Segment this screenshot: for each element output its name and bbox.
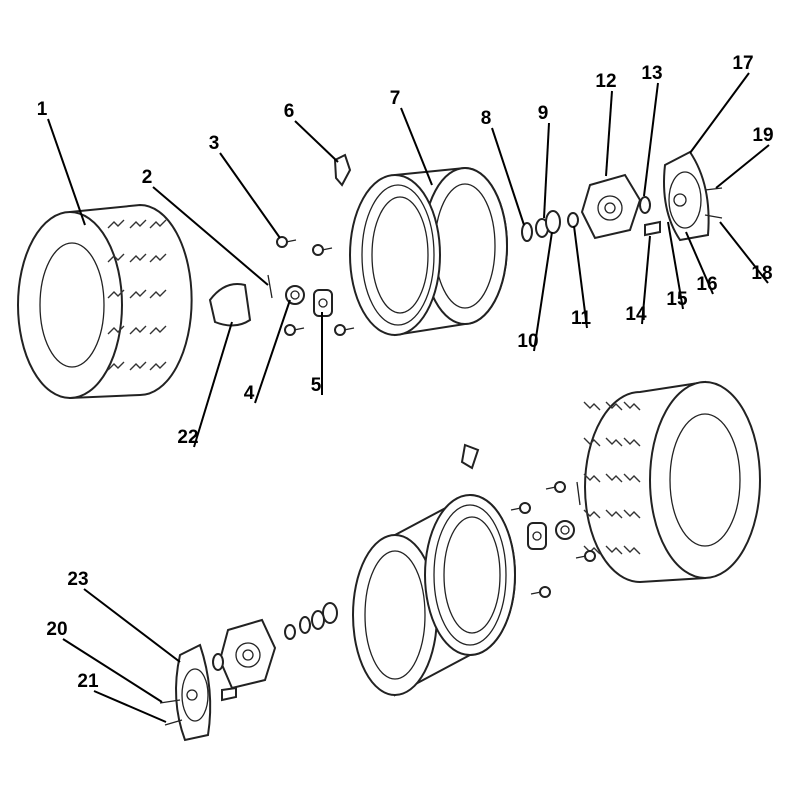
tread-mark: [129, 361, 147, 371]
tire-top: [17, 203, 193, 400]
leader-line-22: [193, 321, 233, 448]
callout-10: 10: [517, 331, 538, 352]
callout-1: 1: [37, 99, 48, 120]
leader-line-8: [491, 127, 525, 226]
tread-mark: [149, 325, 167, 335]
leader-line-9: [543, 122, 550, 219]
bearings-top: [521, 210, 579, 242]
tread-mark: [583, 401, 601, 411]
leader-line-23: [83, 588, 181, 663]
leader-line-16: [685, 231, 714, 295]
rim-top: [349, 166, 508, 337]
hub-plate-bottom: [212, 618, 277, 702]
tread-mark: [583, 545, 601, 555]
callout-21: 21: [77, 671, 99, 692]
tread-mark: [623, 473, 641, 483]
tread-mark: [129, 253, 147, 263]
tread-mark: [107, 219, 125, 229]
callout-5: 5: [311, 375, 322, 396]
tread-mark: [149, 219, 167, 229]
callout-16: 16: [696, 274, 717, 295]
tread-mark: [583, 437, 601, 447]
callout-6: 6: [284, 101, 295, 122]
tread-mark: [605, 437, 623, 447]
tread-mark: [129, 289, 147, 299]
leader-line-17: [689, 72, 750, 154]
callout-11: 11: [571, 308, 592, 329]
hub-plate-top: [580, 173, 661, 240]
leader-line-11: [573, 225, 588, 329]
leader-line-7: [400, 107, 433, 186]
tread-mark: [149, 253, 167, 263]
tread-mark: [107, 253, 125, 263]
callout-13: 13: [641, 63, 662, 84]
tread-mark: [623, 437, 641, 447]
rim-bottom: [352, 493, 516, 697]
tread-mark: [583, 509, 601, 519]
tread-mark: [605, 401, 623, 411]
tire-bottom: [583, 380, 761, 584]
callout-3: 3: [209, 133, 220, 154]
leader-line-13: [643, 82, 659, 197]
callout-14: 14: [625, 304, 647, 325]
hub-cap: [208, 283, 252, 327]
leader-line-12: [605, 90, 613, 177]
tread-mark: [107, 289, 125, 299]
callout-17: 17: [732, 53, 753, 74]
tread-mark: [149, 361, 167, 371]
callout-19: 19: [752, 125, 773, 146]
leader-line-10: [533, 231, 553, 352]
callout-12: 12: [595, 71, 616, 92]
tread-mark: [107, 361, 125, 371]
tread-mark: [605, 509, 623, 519]
leader-line-20: [62, 638, 163, 703]
small-parts-top: [267, 153, 355, 336]
tread-mark: [129, 219, 147, 229]
tread-mark: [623, 401, 641, 411]
callout-7: 7: [390, 88, 401, 109]
tread-mark: [605, 473, 623, 483]
tread-mark: [583, 473, 601, 483]
callout-8: 8: [481, 108, 492, 129]
tread-mark: [623, 509, 641, 519]
leader-line-19: [715, 144, 770, 189]
leader-line-6: [294, 120, 339, 163]
tread-mark: [623, 545, 641, 555]
callout-4: 4: [244, 383, 255, 404]
leader-line-3: [219, 152, 281, 239]
leader-line-15: [667, 221, 684, 310]
leader-line-4: [254, 299, 291, 404]
tread-mark: [605, 545, 623, 555]
callout-leaders: [47, 72, 770, 723]
callout-23: 23: [67, 569, 88, 590]
callout-18: 18: [751, 263, 772, 284]
tread-mark: [149, 289, 167, 299]
callout-9: 9: [538, 103, 549, 124]
hub-top: [663, 150, 723, 242]
tread-mark: [107, 325, 125, 335]
leader-line-2: [152, 186, 269, 286]
leader-line-21: [93, 690, 167, 723]
hub-bottom: [159, 643, 212, 742]
leader-line-18: [719, 221, 769, 284]
callout-15: 15: [666, 289, 688, 310]
callout-20: 20: [46, 619, 67, 640]
small-parts-bottom: [460, 443, 596, 598]
callout-22: 22: [177, 427, 198, 448]
leader-line-1: [47, 118, 86, 226]
tread-mark: [129, 325, 147, 335]
callout-2: 2: [142, 167, 153, 188]
leader-line-14: [641, 235, 651, 325]
bearings-bottom: [284, 602, 338, 640]
